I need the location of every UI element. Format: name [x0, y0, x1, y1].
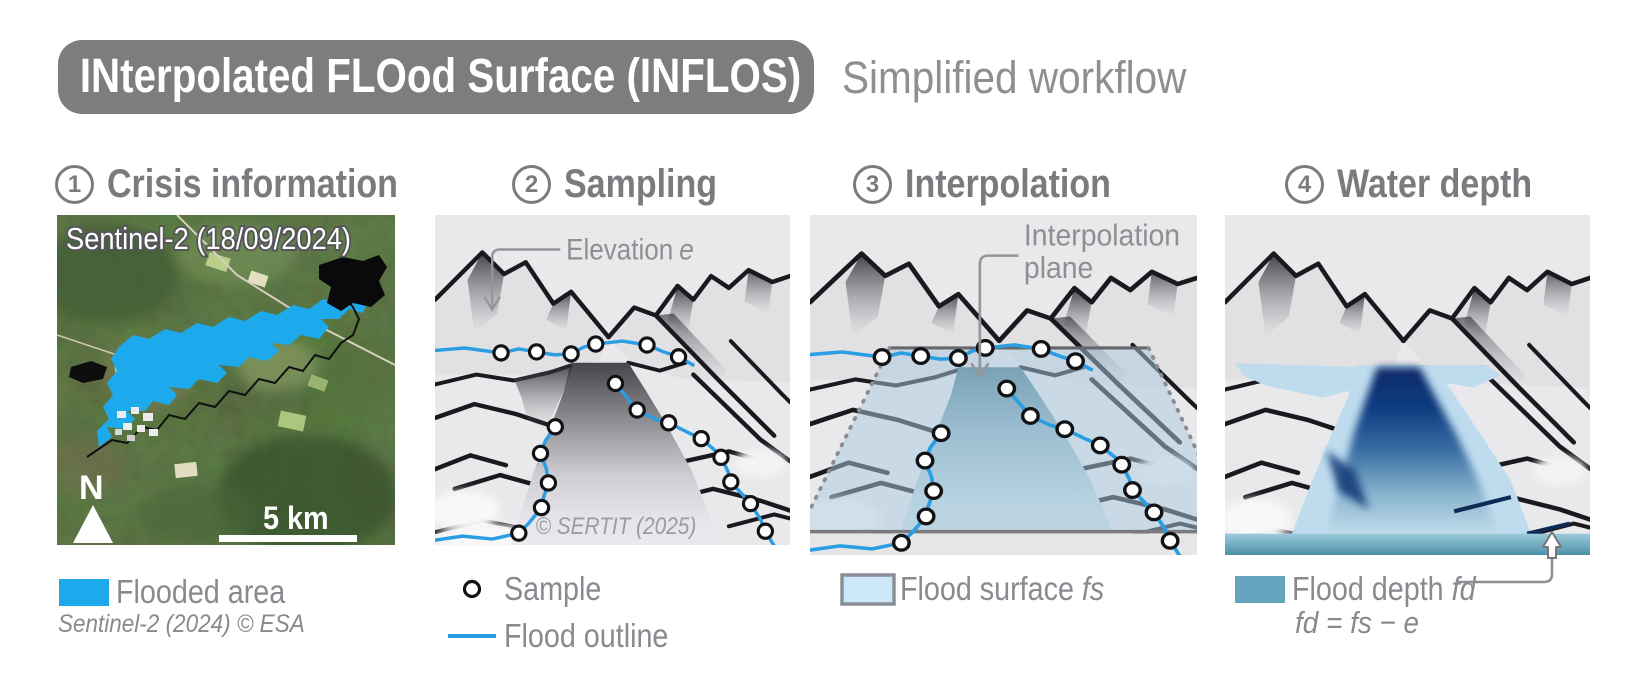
- step-number-badge: 2: [512, 165, 551, 204]
- legend-flood-outline: Flood outline: [440, 617, 693, 655]
- depth-band: [1225, 533, 1590, 555]
- legend-flood-surface: Flood surface fs: [836, 570, 1135, 608]
- legend-flood-depth: Flood depth fd: [1228, 570, 1503, 608]
- step-number-badge: 3: [853, 165, 892, 204]
- esa-credit: Sentinel-2 (2024) © ESA: [58, 610, 305, 638]
- lake-polygon: [319, 255, 387, 311]
- title-badge-label: INterpolated FLOod Surface (INFLOS): [79, 50, 802, 103]
- interpolation-illustration: Interpolation plane: [810, 215, 1197, 555]
- step-number-badge: 1: [55, 165, 94, 204]
- down-arrow-icon: [970, 362, 990, 379]
- flood-water: [1235, 363, 1571, 555]
- step-header-crisis: 1 Crisis information: [55, 162, 449, 207]
- town-cluster: [115, 407, 158, 441]
- svg-text:Interpolation: Interpolation: [1024, 219, 1180, 253]
- image-caption: Sentinel-2 (18/09/2024): [66, 222, 351, 256]
- depth-formula: fd = fs − e: [1295, 605, 1420, 640]
- step-header-interpolation: 3 Interpolation: [853, 162, 1147, 207]
- step-header-sampling: 2 Sampling: [512, 162, 744, 207]
- flood-outline-icon: [440, 631, 504, 641]
- svg-text:plane: plane: [1024, 251, 1093, 285]
- road-line: [176, 215, 395, 366]
- step-header-waterdepth: 4 Water depth: [1285, 162, 1567, 207]
- plane-annotation: Interpolation plane: [970, 219, 1180, 379]
- sertit-copyright: © SERTIT (2025): [536, 513, 697, 540]
- title-badge: INterpolated FLOod Surface (INFLOS): [58, 40, 814, 114]
- up-arrow-icon: [1542, 531, 1562, 559]
- scale-label: 5 km: [263, 501, 329, 537]
- legend-connector: [1456, 531, 1562, 584]
- satellite-image: Sentinel-2 (18/09/2024) N 5 km: [57, 215, 395, 545]
- flood-surface-swatch: [836, 572, 900, 606]
- sample-icon: [440, 574, 504, 604]
- flooded-area-swatch: [52, 578, 116, 606]
- step-label: Water depth: [1337, 162, 1533, 206]
- step-label: Crisis information: [107, 162, 398, 206]
- north-arrow-icon: [73, 505, 113, 543]
- down-arrow-icon: [483, 296, 502, 312]
- legend-sample: Sample: [440, 570, 616, 608]
- step-number-badge: 4: [1285, 165, 1324, 204]
- flood-depth-swatch: [1228, 575, 1292, 603]
- legend-flooded-area: Flooded area: [52, 573, 310, 611]
- step-label: Interpolation: [905, 162, 1111, 206]
- pond-polygon: [69, 361, 107, 383]
- north-label: N: [79, 469, 104, 507]
- flooded-area-polygon: [97, 297, 367, 447]
- step-label: Sampling: [564, 162, 718, 206]
- page-subtitle: Simplified workflow: [842, 52, 1187, 103]
- waterdepth-illustration: [1225, 215, 1590, 555]
- scale-bar: [219, 535, 357, 542]
